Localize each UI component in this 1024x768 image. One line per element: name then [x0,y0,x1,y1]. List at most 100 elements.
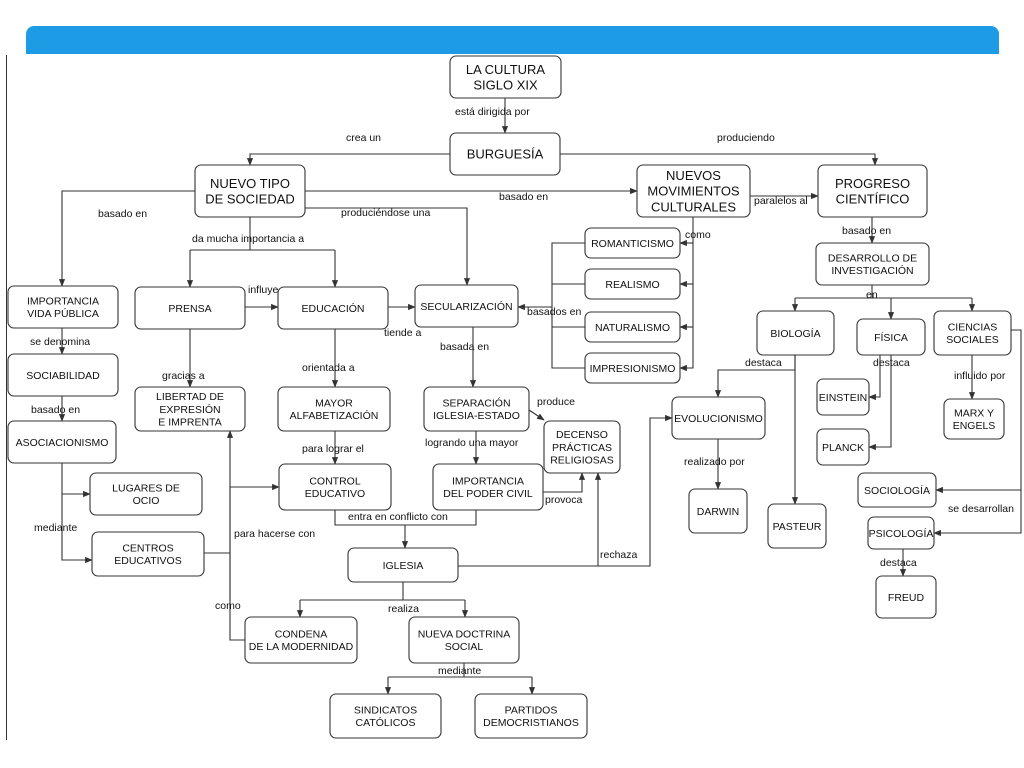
node-text: BIOLOGÍA [770,327,820,340]
node-realismo: REALISMO [584,268,681,300]
node-text: ENGELS [953,420,996,432]
node-freud: FREUD [875,575,937,619]
node-text: FÍSICA [874,331,908,344]
node-text: DEL PODER CIVIL [443,488,533,500]
node-text: LIBERTAD DE [156,391,224,403]
link-label-tiende-a: tiende a [384,327,422,339]
node-text: MAYOR [315,397,353,409]
link-label-da-mucha: da mucha importancia a [192,233,304,245]
node-text: NUEVOS [666,168,721,183]
node-asociacionismo: ASOCIACIONISMO [7,420,117,464]
node-text: RELIGIOSAS [550,455,614,467]
link-label-paralelos-al: paralelos al [754,195,808,207]
node-text: ASOCIACIONISMO [16,437,109,449]
node-naturalismo: NATURALISMO [584,311,681,343]
node-text: PASTEUR [773,521,822,533]
node-text: ROMANTICISMO [591,238,674,250]
node-text: NATURALISMO [595,322,670,334]
link-label-destaca-3: destaca [880,557,917,569]
link-label-provoca: provoca [545,494,583,506]
link-label-realiza: realiza [388,603,419,615]
node-sociologia: SOCIOLOGÍA [857,472,937,508]
node-text: LUGARES DE [112,482,180,494]
link-label-influye: influye [248,284,279,296]
node-text: PARTIDOS [505,704,558,716]
node-text: SOCIAL [445,641,484,653]
link-label-esta-dirigida: está dirigida por [455,106,530,118]
link-label-como-1: como [685,229,711,241]
node-text: EDUCATIVOS [114,555,181,567]
node-text: DE LA MODERNIDAD [249,641,354,653]
node-psicologia: PSICOLOGÍA [867,516,935,550]
connector-line [868,355,892,451]
node-text: PRENSA [168,303,211,315]
node-burguesia: BURGUESÍA [449,132,561,176]
node-text: BURGUESÍA [467,147,544,162]
node-darwin: DARWIN [688,488,748,534]
connector-line [246,153,450,166]
connector-line [543,472,586,493]
connector-line [679,217,694,372]
link-label-influido-por: influido por [954,370,1006,382]
node-text: EINSTEIN [819,392,867,404]
node-text: IGLESIA-ESTADO [433,410,520,422]
node-text: IMPORTANCIA [452,475,524,487]
node-text: SEPARACIÓN [442,396,510,409]
node-secularizacion: SECULARIZACIÓN [414,284,519,328]
link-label-para-hacerse: para hacerse con [234,528,315,540]
link-label-mediante-1: mediante [34,522,77,534]
node-pasteur: PASTEUR [767,503,827,549]
node-text: EXPRESIÓN [159,403,220,416]
node-text: SIGLO XIX [473,78,538,93]
node-text: NUEVO TIPO [210,176,290,191]
node-text: PRÁCTICAS [552,441,612,454]
node-text: PROGRESO [835,176,910,191]
node-text: MARX Y [954,407,994,419]
node-text: SINDICATOS [354,704,417,716]
node-text: SECULARIZACIÓN [420,300,512,313]
node-iglesia: IGLESIA [347,547,459,583]
link-label-gracias-a: gracias a [162,370,205,382]
node-text: EDUCATIVO [305,488,365,500]
link-label-produciendo: produciendo [717,132,775,144]
connector-line [528,409,545,421]
node-text: DEMOCRISTIANOS [483,717,579,729]
node-prensa: PRENSA [134,286,246,330]
node-text: DARWIN [697,506,739,518]
node-sociabilidad: SOCIABILIDAD [7,353,119,397]
connector-line [458,414,673,567]
node-fisica: FÍSICA [856,318,926,356]
link-label-se-denomina: se denomina [30,336,90,348]
link-label-orientada-a: orientada a [302,362,355,374]
node-text: CATÓLICOS [356,716,416,729]
link-label-se-desarrollan: se desarrollan [948,503,1014,515]
link-label-basada-en: basada en [440,341,489,353]
link-label-destaca-2: destaca [873,357,910,369]
node-text: FREUD [888,592,925,604]
link-label-logrando: logrando una mayor [425,437,519,449]
node-impresionismo: IMPRESIONISMO [584,352,681,384]
node-text: CONDENA [275,628,328,640]
link-label-basados-en: basados en [527,306,581,318]
link-label-produce: produce [537,396,575,408]
link-label-basado-en-4: basado en [31,404,80,416]
left-border-line [6,55,7,740]
node-planck: PLANCK [816,428,870,466]
node-text: ALFABETIZACIÓN [290,409,379,422]
connector-line [334,510,409,549]
node-text: SOCIABILIDAD [26,370,100,382]
node-text: OCIO [133,495,160,507]
node-text: INVESTIGACIÓN [831,264,913,277]
link-label-basado-en-1: basado en [98,208,147,220]
connector-line [933,329,1022,537]
